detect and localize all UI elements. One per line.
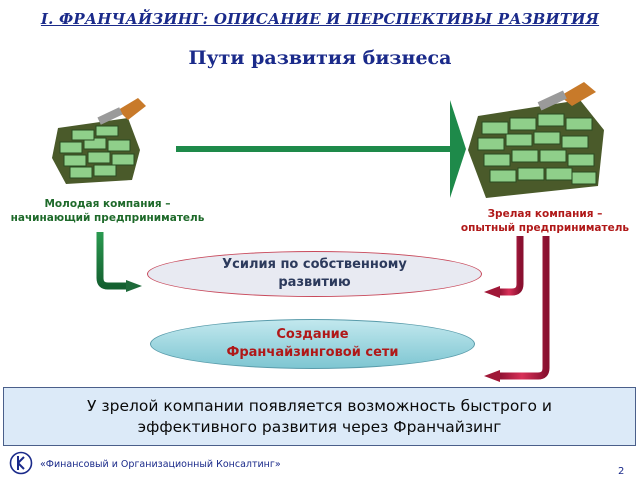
conclusion-line1: У зрелой компании появляется возможность… bbox=[87, 396, 552, 415]
company-logo-icon bbox=[9, 451, 33, 475]
conclusion-line2: эффективного развития через Франчайзинг bbox=[137, 417, 502, 436]
young-company-line1: Молодая компания – bbox=[44, 198, 171, 210]
mature-company-caption: Зрелая компания – опытный предпринимател… bbox=[445, 207, 640, 235]
section-header: I. ФРАНЧАЙЗИНГ: ОПИСАНИЕ И ПЕРСПЕКТИВЫ Р… bbox=[40, 10, 600, 28]
young-company-caption: Молодая компания – начинающий предприним… bbox=[0, 197, 215, 225]
page-number: 2 bbox=[618, 466, 625, 477]
mature-to-effort-arrow bbox=[484, 236, 524, 298]
young-to-effort-arrow bbox=[96, 232, 142, 292]
mature-to-franchise-arrow bbox=[484, 236, 550, 382]
money-pile-large-icon bbox=[468, 82, 604, 198]
money-pile-small-icon bbox=[52, 98, 146, 184]
footer-company-name: «Финансовый и Организационный Консалтинг… bbox=[40, 459, 281, 470]
franchise-network-ellipse: Создание Франчайзинговой сети bbox=[150, 319, 475, 369]
effort-line2: развитию bbox=[278, 275, 351, 290]
effort-line1: Усилия по собственному bbox=[222, 257, 407, 272]
conclusion-box: У зрелой компании появляется возможность… bbox=[3, 387, 636, 446]
mature-company-line2: опытный предприниматель bbox=[460, 222, 630, 234]
own-development-ellipse: Усилия по собственному развитию bbox=[147, 251, 482, 297]
young-company-line2: начинающий предприниматель bbox=[10, 212, 205, 224]
franchise-line1: Создание bbox=[276, 327, 349, 342]
mature-company-line1: Зрелая компания – bbox=[487, 208, 603, 220]
growth-arrow bbox=[176, 100, 466, 198]
franchise-line2: Франчайзинговой сети bbox=[226, 345, 399, 360]
slide-title: Пути развития бизнеса bbox=[188, 47, 452, 69]
